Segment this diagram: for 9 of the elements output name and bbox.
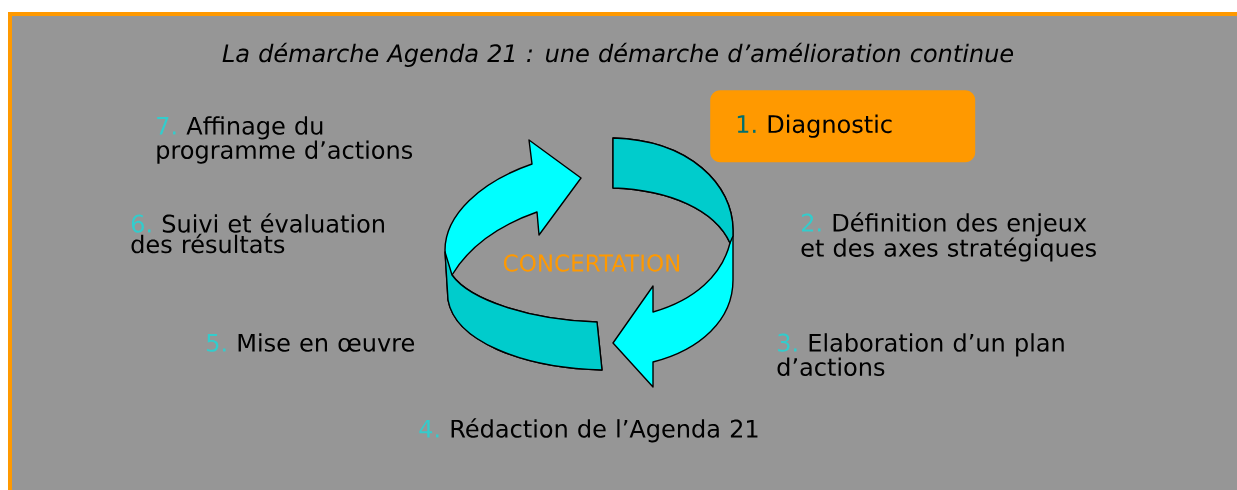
step-label: 4. Rédaction de l’Agenda 21 <box>419 418 758 443</box>
center-label: CONCERTATION <box>504 254 680 272</box>
step-label: 3. Elaboration d’un plan d’actions <box>777 333 1064 376</box>
step-label: 2. Définition des enjeux et des axes stratégiques <box>801 212 1096 262</box>
step-label: 5. Mise en œuvre <box>207 333 415 352</box>
title: La démarche Agenda 21 : une démarche d’amélioration continue <box>222 42 1014 67</box>
step-label: 6. Suivi et évaluation des résultats <box>131 213 384 254</box>
step-box: 1. Diagnostic <box>710 90 976 163</box>
step-label: 7. Affinage du programme d’actions <box>157 116 413 164</box>
